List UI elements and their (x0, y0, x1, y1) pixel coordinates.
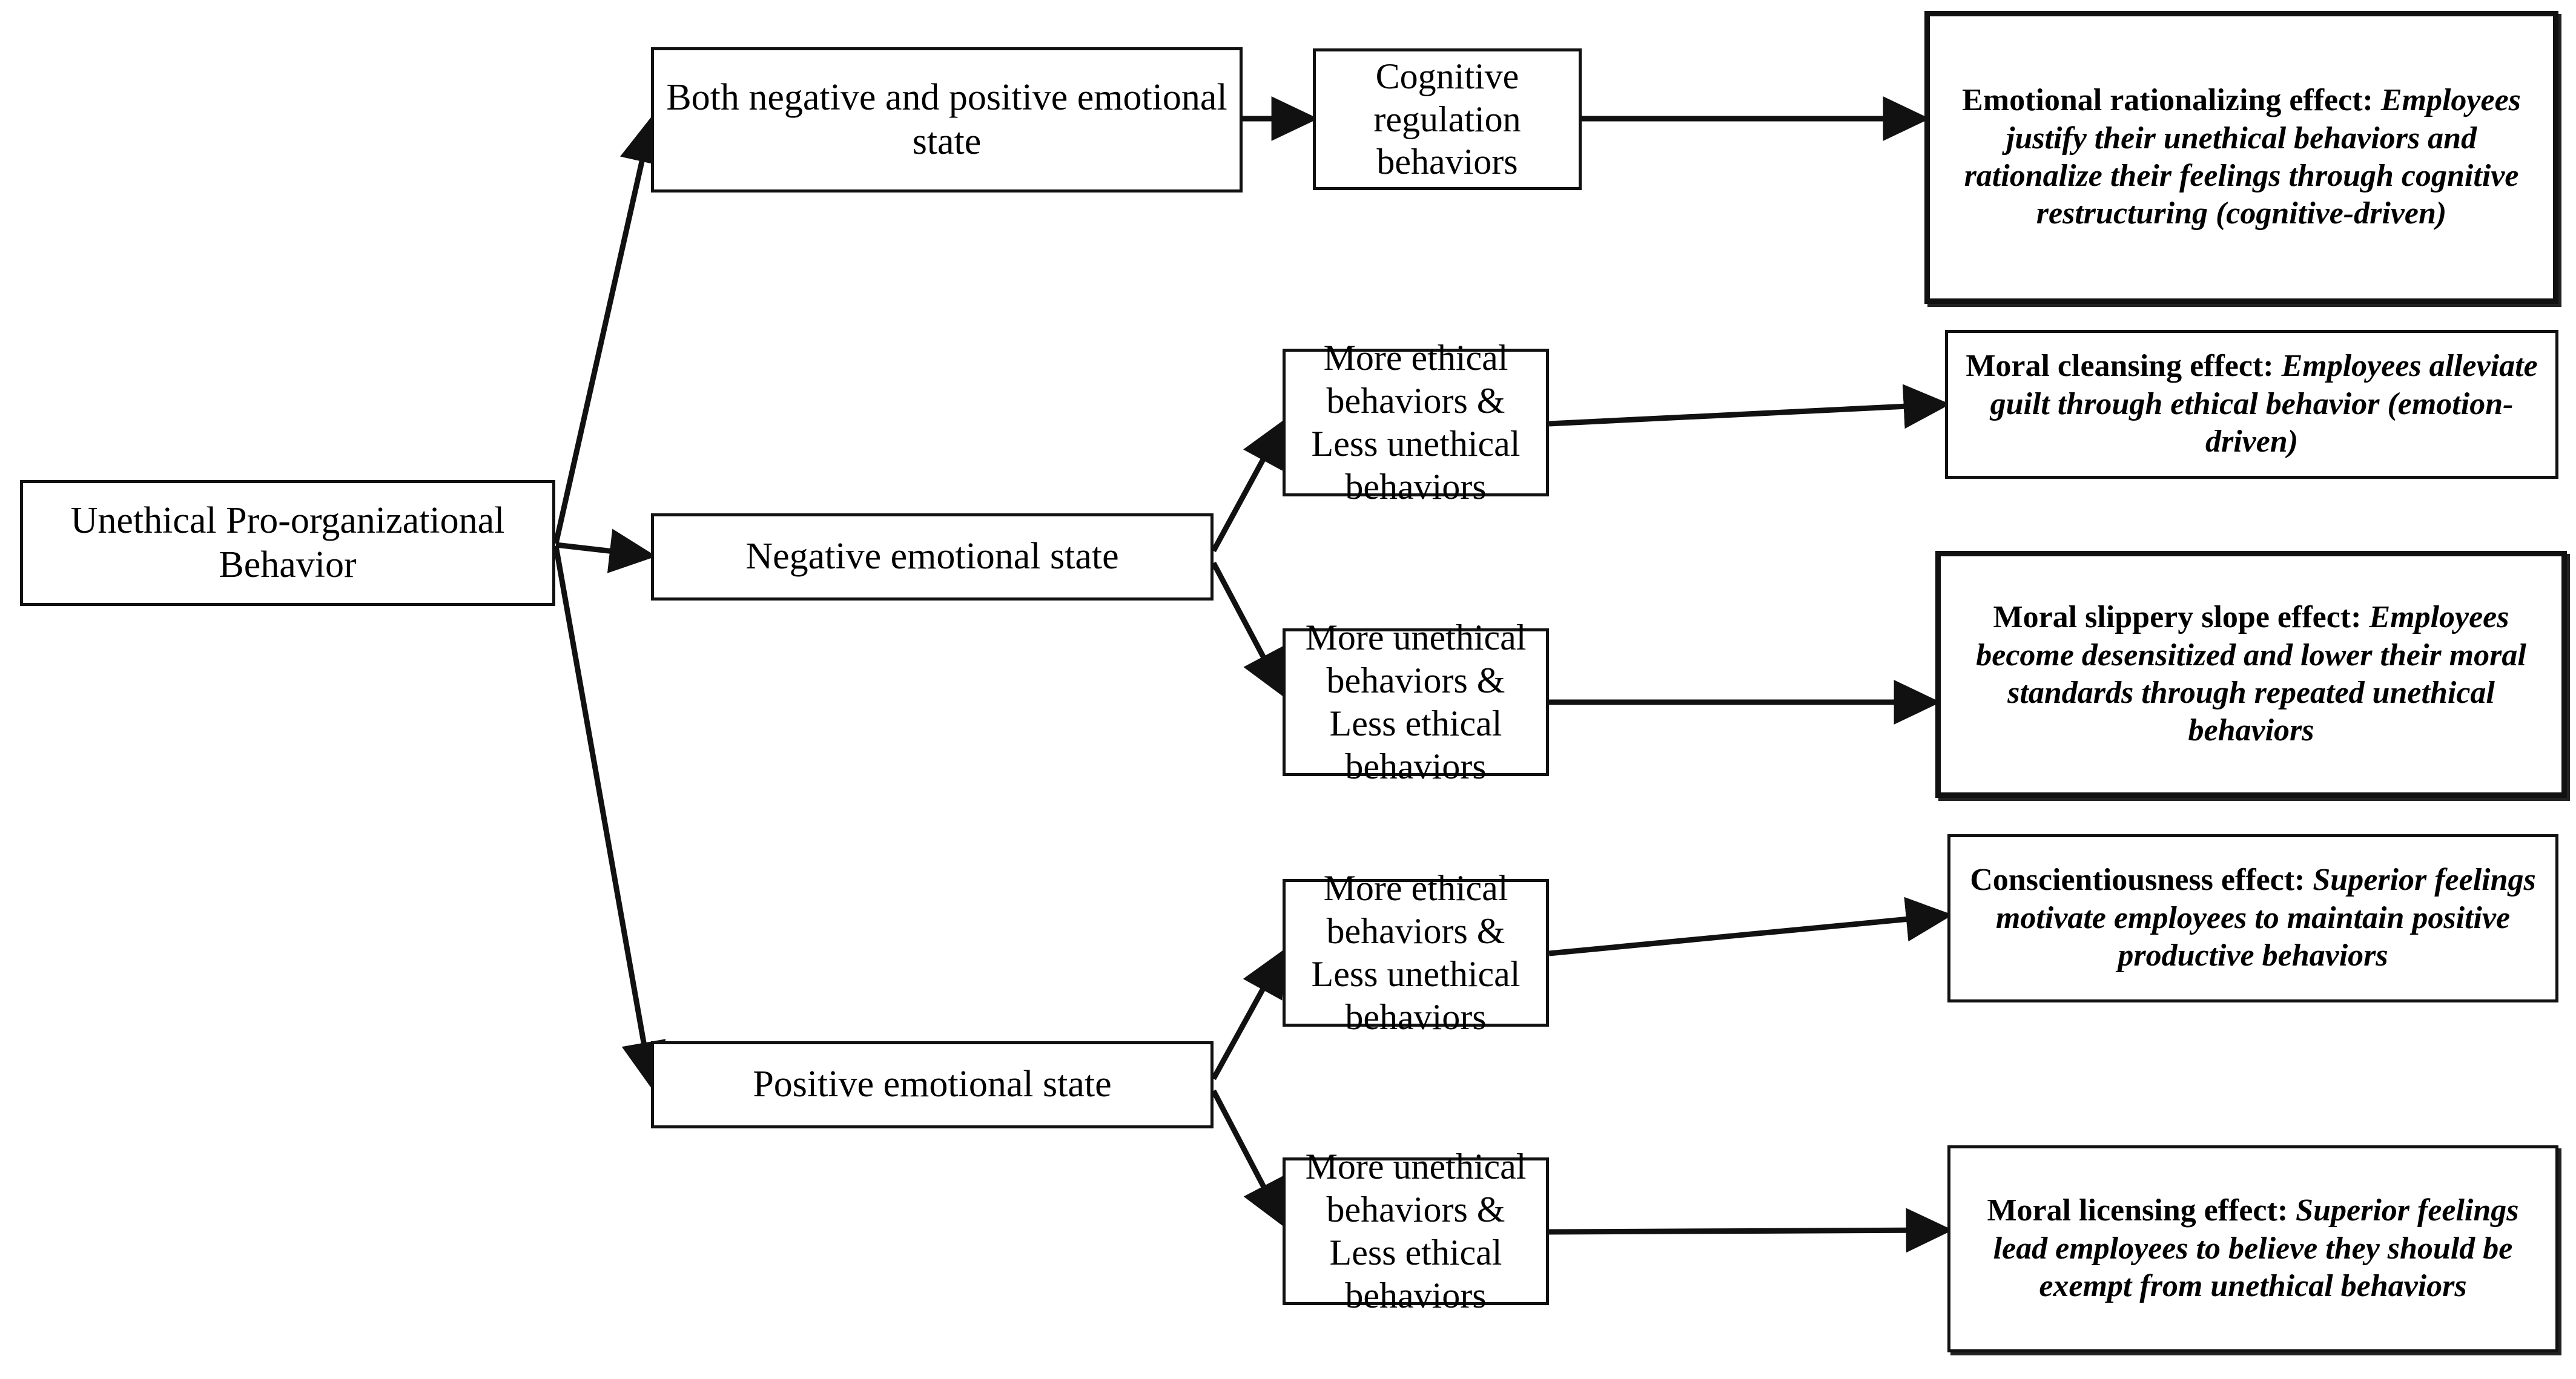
node-label: More ethical behaviors & Less unethical … (1311, 338, 1521, 507)
node-label: Negative emotional state (745, 536, 1119, 578)
node-label: More unethical behaviors & Less ethical … (1305, 1147, 1527, 1315)
edge-root-to-positive (553, 545, 666, 1089)
edge-root-to-negative (555, 528, 656, 573)
effect-title: Emotional rationalizing effect: (1962, 83, 2373, 118)
node-effect-moral-licensing[interactable]: Moral licensing effect: Superior feeling… (1947, 1145, 2558, 1352)
node-label: Both negative and positive emotional sta… (666, 76, 1227, 162)
effect-title: Conscientiousness effect: (1970, 863, 2305, 898)
effect-body: Superior feelings lead employees to beli… (1993, 1193, 2519, 1304)
node-label: More unethical behaviors & Less ethical … (1305, 617, 1527, 786)
edge-pos-ethical-to-conscientiousness (1548, 897, 1953, 956)
node-label: Cognitive regulation behaviors (1373, 56, 1521, 182)
edge-root-to-both (553, 116, 664, 544)
effect-title: Moral cleansing effect: (1966, 349, 2274, 384)
node-emotional-state-both[interactable]: Both negative and positive emotional sta… (651, 47, 1243, 193)
node-behavior-pos-more-unethical[interactable]: More unethical behaviors & Less ethical … (1283, 1147, 1549, 1315)
edge-pos-unethical-to-licensing (1548, 1208, 1953, 1253)
effect-title: Moral licensing effect: (1987, 1193, 2288, 1228)
node-behavior-pos-more-ethical[interactable]: More ethical behaviors & Less unethical … (1283, 868, 1549, 1037)
node-behavior-neg-more-unethical[interactable]: More unethical behaviors & Less ethical … (1283, 617, 1549, 786)
effect-body: Superior feelings motivate employees to … (1995, 863, 2536, 973)
node-label: Positive emotional state (753, 1064, 1112, 1105)
effect-body: Employees alleviate guilt through ethica… (1990, 349, 2538, 459)
node-root[interactable]: Unethical Pro-organizational Behavior (20, 480, 555, 606)
effect-title: Moral slippery slope effect: (1993, 600, 2362, 635)
edge-positive-to-more-ethical (1211, 949, 1286, 1081)
node-effect-moral-slippery-slope[interactable]: Moral slippery slope effect: Employees b… (1935, 551, 2567, 798)
node-root-label: Unethical Pro-organizational Behavior (70, 499, 505, 585)
effect-body: Employees become desensitized and lower … (1976, 600, 2526, 748)
node-behavior-cognitive-regulation[interactable]: Cognitive regulation behaviors (1313, 48, 1582, 190)
edge-negative-to-more-unethical (1211, 561, 1286, 698)
node-label: More ethical behaviors & Less unethical … (1311, 868, 1521, 1037)
node-effect-conscientiousness[interactable]: Conscientiousness effect: Superior feeli… (1947, 834, 2558, 1002)
node-effect-moral-cleansing[interactable]: Moral cleansing effect: Employees allevi… (1945, 330, 2558, 479)
node-behavior-neg-more-ethical[interactable]: More ethical behaviors & Less unethical … (1283, 338, 1549, 507)
node-effect-emotional-rationalizing[interactable]: Emotional rationalizing effect: Employee… (1924, 11, 2558, 304)
edge-more-ethical-to-cleansing (1548, 384, 1950, 429)
edge-negative-to-more-ethical (1211, 419, 1286, 553)
node-emotional-state-negative[interactable]: Negative emotional state (651, 513, 1214, 601)
effect-body: Employees justify their unethical behavi… (1964, 83, 2521, 231)
node-emotional-state-positive[interactable]: Positive emotional state (651, 1041, 1214, 1128)
edge-positive-to-more-unethical (1211, 1089, 1286, 1228)
